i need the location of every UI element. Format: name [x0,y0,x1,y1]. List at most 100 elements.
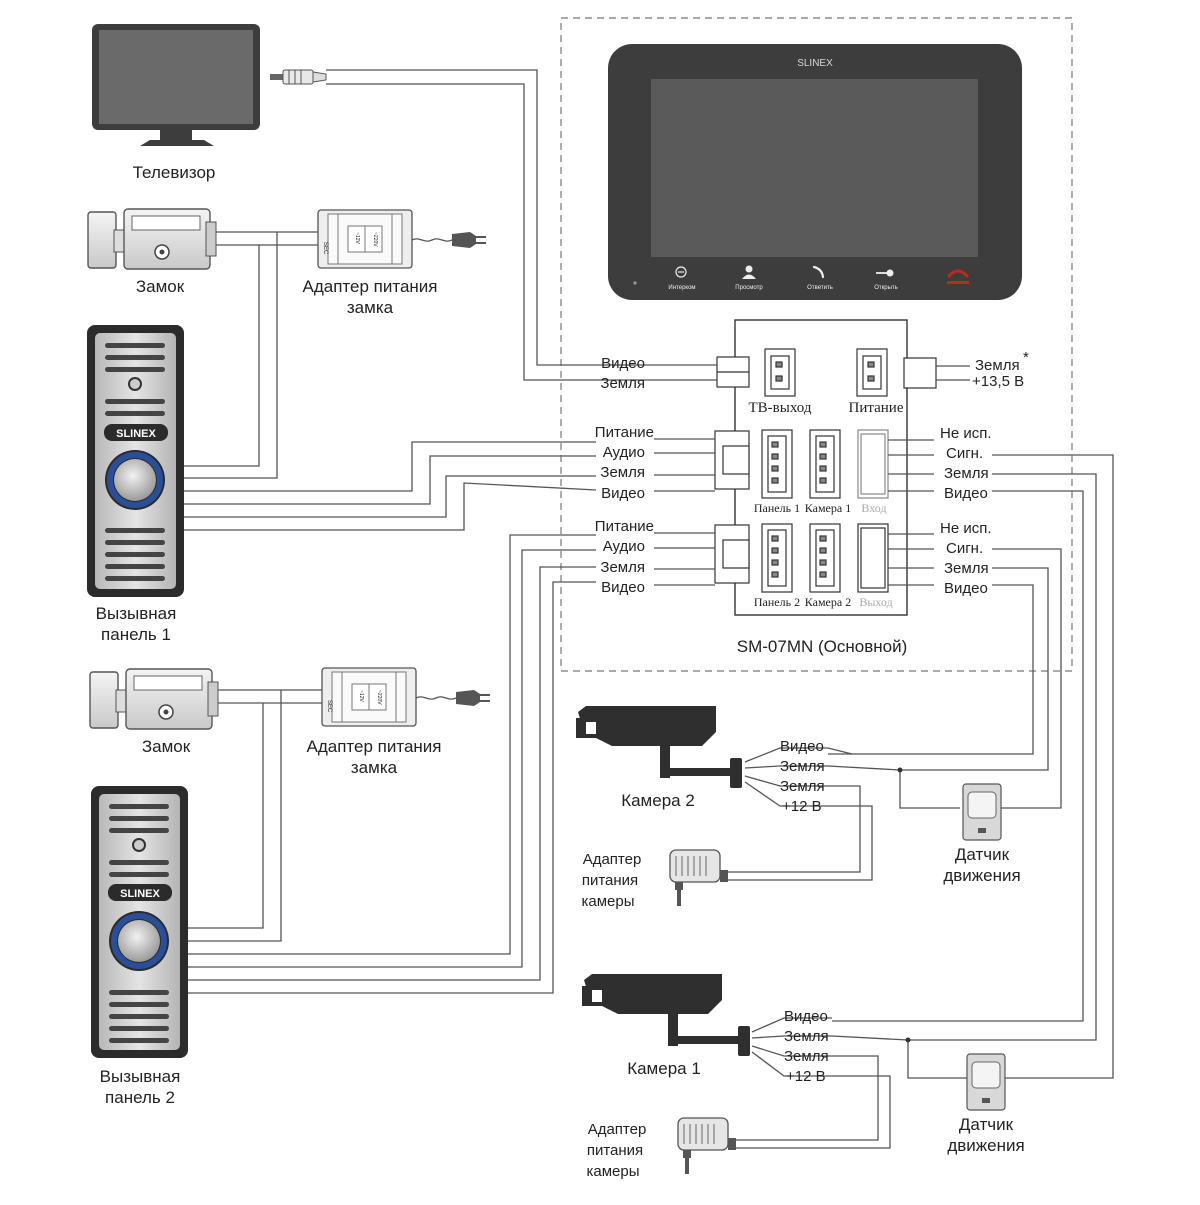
panel-2-label-line2: панель 2 [105,1088,175,1107]
motion-sensor-2-icon [962,783,1002,841]
monitor-btn-open: Открыть [874,285,898,291]
adapter-2-in-mark: ~220V [376,690,382,705]
camera-2-icon [576,706,742,788]
motion-1-label-line1: Датчик [959,1115,1014,1134]
cam2-wire-video: Видео [780,738,824,755]
lock-adapter-1-icon [317,209,413,269]
camera-2-adapter-icon [669,849,728,906]
adapter-1-in-mark: ~220V [372,232,378,247]
port-camera1-label: Камера 1 [805,501,851,515]
intercom-icon [675,266,687,278]
port-input-label: Вход [861,501,886,515]
wires [184,69,1114,1149]
junction-dot-cam2 [897,767,903,773]
wire-out-notused: Не исп. [940,520,992,537]
lock-2-label: Замок [142,737,191,756]
mains-plug-1-icon [411,232,486,248]
hangup-icon [947,269,969,284]
lock-adapter-2-icon [321,667,417,727]
cam1-wire-ground2: Земля [784,1048,829,1065]
call-panel-2-icon [91,786,188,1058]
port-panel2-label: Панель 2 [754,595,800,609]
wire-p1-video: Видео [601,485,645,502]
lock-adapter-1-label-line1: Адаптер питания [303,277,438,296]
wire-p2-audio: Аудио [603,538,645,555]
junction-dot-cam1 [905,1037,911,1043]
monitor-btn-answer: Ответить [807,285,833,291]
motion-1-label-line2: движения [947,1136,1024,1155]
port-power-label: Питание [849,400,904,416]
cam2-adapter-label-line1: Адаптер [583,851,642,868]
cam2-wire-ground1: Земля [780,758,825,775]
tv-label: Телевизор [133,163,216,182]
side-plugs [714,356,937,584]
cam2-adapter-label-line2: питания [582,872,638,889]
call-panel-1-icon [87,325,184,597]
wire-p1-audio: Аудио [603,444,645,461]
lock-adapter-2-label-line1: Адаптер питания [307,737,442,756]
monitor-brand-logo: SLINEX [797,58,833,69]
camera-1-icon [582,974,750,1056]
wire-out-ground: Земля [944,560,989,577]
lock-adapter-2-label-line2: замка [351,758,398,777]
main-unit-frame [560,17,1073,672]
board-connectors [761,348,889,593]
cam1-wire-12v: +12 В [786,1068,826,1085]
adapter-2-sec-mark: SEC [326,700,332,713]
adapter-2-out-mark: ~12V [358,690,364,702]
motion-sensor-1-icon [966,1053,1006,1111]
wire-out-video: Видео [944,580,988,597]
open-key-icon [876,269,894,277]
panel-2-label-line1: Вызывная [100,1067,181,1086]
wire-out-signal: Сигн. [946,540,983,557]
panel-2-brand-logo: SLINEX [120,888,160,900]
lock-adapter-1-label-line2: замка [347,298,394,317]
cam2-wire-12v: +12 В [782,798,822,815]
monitor-icon [608,44,1022,300]
wire-power-ground: Земля [975,357,1020,374]
port-camera2-label: Камера 2 [805,595,851,609]
panel-1-brand-logo: SLINEX [116,428,156,440]
camera-1-adapter-icon [677,1117,736,1174]
port-panel1-label: Панель 1 [754,501,800,515]
wire-p1-ground: Земля [600,464,645,481]
lock-1-label: Замок [136,277,185,296]
monitor-btn-intercom: Интерком [668,285,695,291]
cam1-adapter-label-line3: камеры [586,1163,639,1180]
motion-2-label-line1: Датчик [955,845,1010,864]
mains-plug-2-icon [415,690,490,706]
cam2-wire-ground2: Земля [780,778,825,795]
cam1-adapter-label-line2: питания [587,1142,643,1159]
wire-power-13v: +13,5 В [972,373,1024,390]
answer-icon [812,265,825,279]
wire-p2-ground: Земля [600,559,645,576]
camera-2-label: Камера 2 [621,791,695,810]
port-tv-out-label: ТВ-выход [749,400,812,416]
camera-1-label: Камера 1 [627,1059,701,1078]
wire-in-ground: Земля [944,465,989,482]
lock-1-icon [87,208,217,270]
wire-p2-power: Питание [595,518,654,535]
panel-1-label-line2: панель 1 [101,625,171,644]
wire-in-video: Видео [944,485,988,502]
monitor-btn-view: Просмотр [735,285,763,291]
port-output-label: Выход [859,595,892,609]
asterisk-note: * [1023,349,1029,366]
wire-p1-power: Питание [595,424,654,441]
adapter-1-out-mark: ~12V [354,232,360,244]
view-icon [742,265,756,279]
cam1-wire-ground1: Земля [784,1028,829,1045]
monitor-caption: SM-07MN (Основной) [737,637,908,656]
cam1-adapter-label-line1: Адаптер [588,1121,647,1138]
wire-in-signal: Сигн. [946,445,983,462]
panel-1-label-line1: Вызывная [96,604,177,623]
motion-2-label-line2: движения [943,866,1020,885]
rca-plug-icon [270,69,327,85]
wire-p2-video: Видео [601,579,645,596]
adapter-1-sec-mark: SEC [322,242,328,255]
tv-icon [92,24,260,146]
wire-tv-video: Видео [601,355,645,372]
wire-in-notused: Не исп. [940,425,992,442]
